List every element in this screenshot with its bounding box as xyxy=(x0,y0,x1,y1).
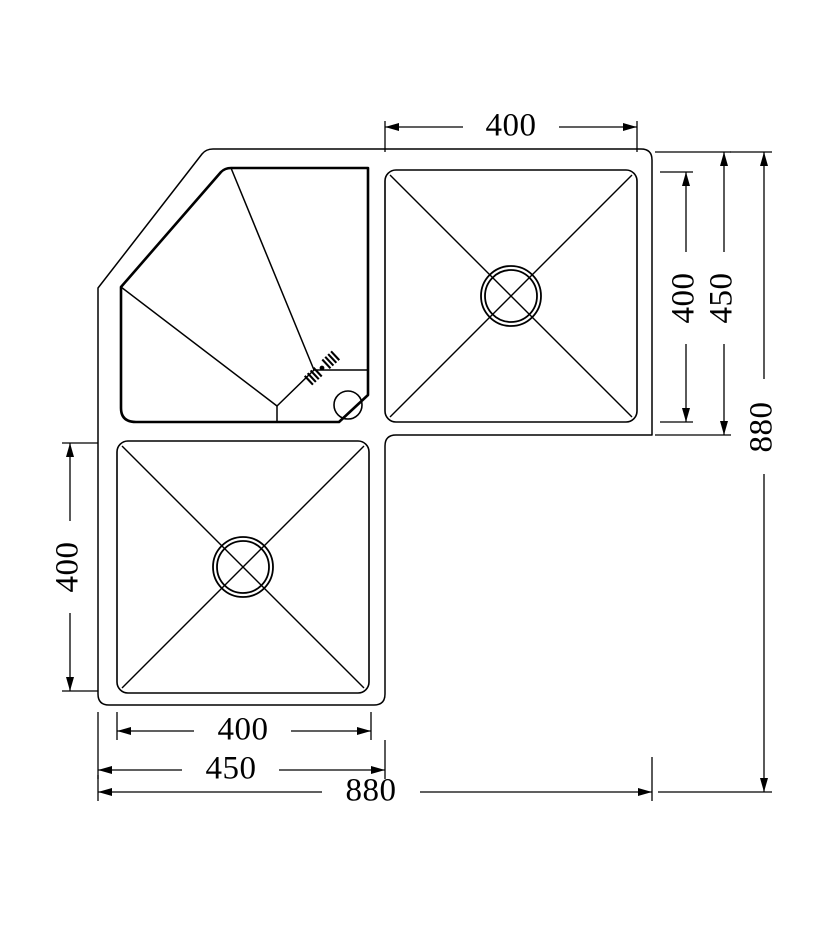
bowl-bl-drain-inner xyxy=(216,540,270,594)
bowl-tr-drain-outer xyxy=(480,265,542,327)
dimension-label-bottom-450: 450 xyxy=(206,751,257,787)
dimension-label-right-880: 880 xyxy=(744,402,780,453)
square-bowl-top-right xyxy=(384,169,638,423)
bowl-bl-drain-outer xyxy=(212,536,274,598)
overflow-hole xyxy=(333,390,363,420)
bowl-bl-rim xyxy=(116,440,370,694)
bowl-tr-drain-inner xyxy=(484,269,538,323)
facet-upper-right xyxy=(230,167,315,371)
dimension-label-left-400: 400 xyxy=(50,542,86,593)
sink-outer-rim xyxy=(97,148,653,706)
facet-bottom xyxy=(276,369,315,407)
facet-chamfer xyxy=(338,394,369,423)
dimension-label-top-400: 400 xyxy=(486,108,537,144)
bowl-bl-diagonal-2 xyxy=(121,445,365,689)
corner-faceted-bowl xyxy=(119,166,370,424)
bowl-tr-rim xyxy=(384,169,638,423)
dimension-bottom-450: 450 xyxy=(97,712,386,787)
dimension-label-bottom-880: 880 xyxy=(346,773,397,809)
dimension-label-bottom-400: 400 xyxy=(218,712,269,748)
dimension-label-right-400: 400 xyxy=(666,273,702,324)
dimension-right-400: 400 xyxy=(660,171,702,423)
bowl-tr-diagonal-2 xyxy=(389,174,633,418)
dimension-left-400: 400 xyxy=(50,442,98,692)
dimension-right-880: 880 xyxy=(658,151,780,793)
square-bowl-bottom-left xyxy=(116,440,370,694)
dimension-bottom-400: 400 xyxy=(116,712,372,748)
dimension-right-450: 450 xyxy=(655,151,740,436)
facet-left xyxy=(120,286,278,407)
dimension-top-400: 400 xyxy=(384,108,638,152)
grate-detail-icon xyxy=(303,350,341,386)
dimension-bottom-880: 880 xyxy=(97,757,653,809)
dimension-label-right-450: 450 xyxy=(704,273,740,324)
